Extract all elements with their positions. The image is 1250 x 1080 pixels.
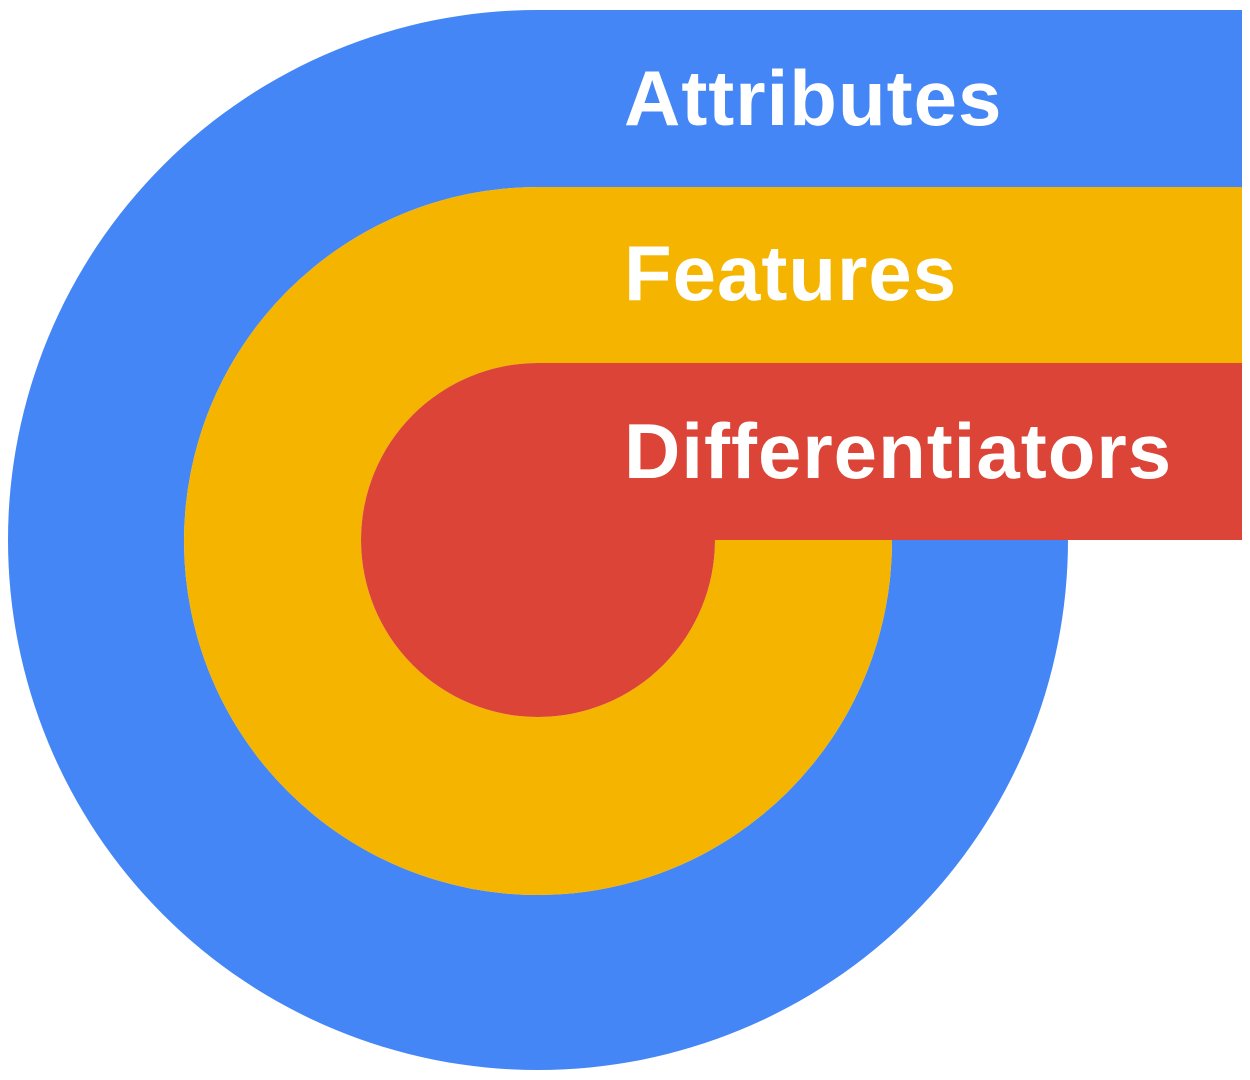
differentiators-label: Differentiators <box>624 407 1172 495</box>
features-label: Features <box>624 229 957 317</box>
differentiators-layer-shape <box>361 363 1242 717</box>
attributes-label: Attributes <box>624 54 1002 142</box>
attributes-layer-shape <box>8 10 1242 1070</box>
features-layer-shape <box>184 187 1243 895</box>
